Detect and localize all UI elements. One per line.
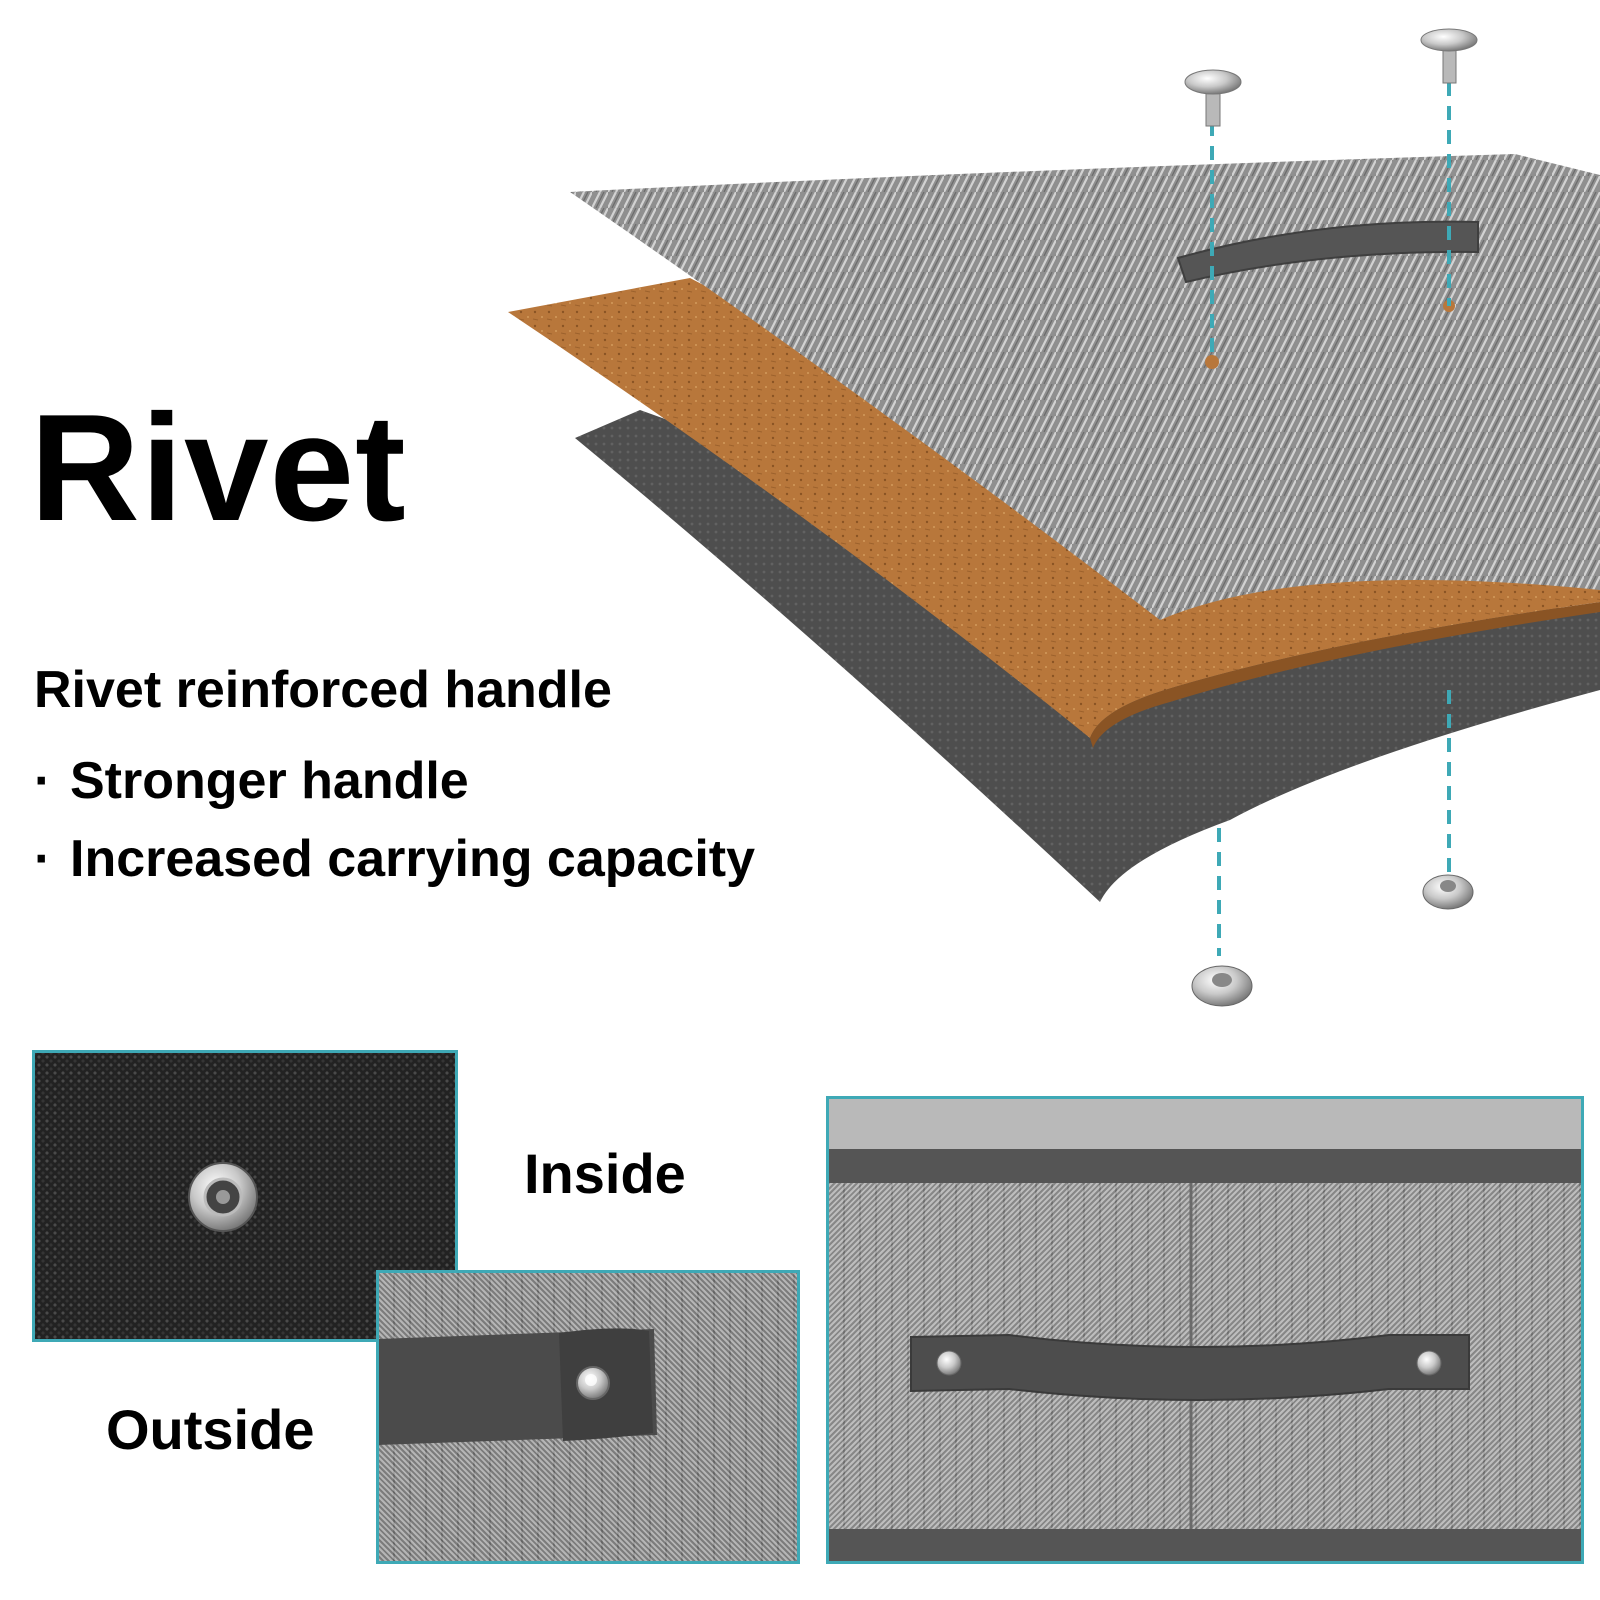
rivet-cap-icon — [1420, 28, 1478, 84]
feature-item: · Stronger handle — [34, 742, 755, 820]
lid-edge — [829, 1099, 1581, 1149]
rivet-inside-icon — [188, 1162, 258, 1232]
layer-diagram — [508, 28, 1600, 1007]
rivet-icon — [1416, 1350, 1442, 1376]
rivet-base-icon — [1422, 874, 1474, 910]
rivet-hole — [1205, 355, 1219, 369]
top-binding — [829, 1149, 1581, 1183]
feature-list: · Stronger handle · Increased carrying cap… — [34, 742, 755, 898]
feature-item: · Increased carrying capacity — [34, 820, 755, 898]
feature-text: Stronger handle — [70, 752, 469, 810]
headline: Rivet — [30, 383, 407, 553]
rivet-icon — [936, 1350, 962, 1376]
outside-label: Outside — [106, 1398, 315, 1461]
rivet-cap-icon — [1184, 69, 1242, 127]
outside-photo — [376, 1270, 800, 1564]
feature-text: Increased carrying capacity — [70, 830, 756, 888]
box-front-photo — [826, 1096, 1584, 1564]
front-handle — [910, 1333, 1470, 1401]
inside-label: Inside — [524, 1142, 686, 1205]
bottom-binding — [829, 1529, 1581, 1561]
bullet-marker: · — [34, 830, 52, 888]
rivet-base-icon — [1191, 965, 1253, 1007]
subtitle: Rivet reinforced handle — [34, 661, 612, 719]
fabric-layer — [570, 154, 1600, 620]
bullet-marker: · — [34, 752, 52, 810]
handle-strap — [1176, 220, 1479, 284]
rivet-outside-icon — [576, 1366, 610, 1400]
